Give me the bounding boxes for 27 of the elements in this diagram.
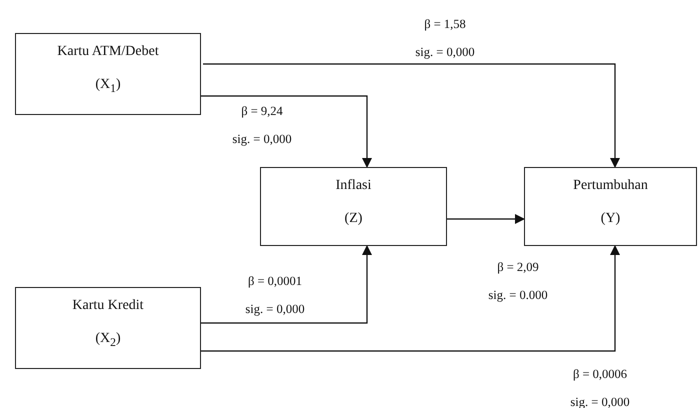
variable-name: Inflasi [336, 178, 372, 195]
variable-box [524, 167, 697, 246]
beta-coefficient: β = 9,24 [241, 105, 283, 118]
significance-value: sig. = 0,000 [245, 302, 305, 315]
significance-value: sig. = 0,000 [570, 396, 630, 408]
variable-symbol: (Z) [344, 210, 362, 228]
variable-box [15, 287, 201, 369]
arrow [201, 245, 372, 324]
variable-name: Pertumbuhan [573, 178, 648, 195]
beta-coefficient: β = 2,09 [497, 261, 539, 274]
arrow [203, 63, 620, 168]
significance-value: sig. = 0.000 [488, 288, 548, 301]
variable-symbol: (X$_{1}$) [95, 76, 121, 96]
variable-box [15, 33, 201, 115]
arrow [201, 245, 620, 352]
arrow [201, 95, 372, 168]
significance-value: sig. = 0,000 [415, 46, 475, 58]
beta-coefficient: β = 0,0006 [572, 368, 628, 380]
variable-name: Kartu ATM/Debet [57, 44, 159, 61]
beta-coefficient: β = 1,58 [424, 18, 466, 30]
variable-symbol: (Y) [600, 210, 620, 228]
beta-coefficient: β = 0,0001 [248, 275, 302, 288]
variable-box [260, 167, 447, 246]
variable-name: Kartu Kredit [72, 298, 144, 315]
arrow [447, 214, 525, 224]
significance-value: sig. = 0,000 [232, 132, 292, 145]
variable-symbol: (X$_{2}$) [95, 330, 121, 350]
